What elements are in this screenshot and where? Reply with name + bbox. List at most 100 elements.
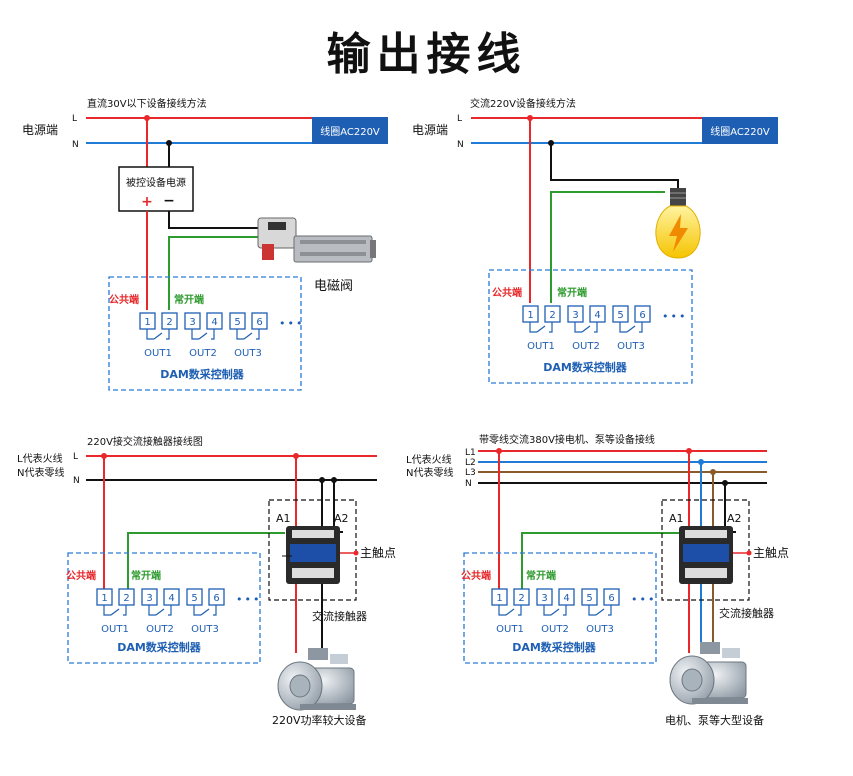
- panel1-minus-sign: −: [163, 193, 175, 209]
- panel3-heading: 220V接交流接触器接线图: [87, 435, 203, 448]
- normally-open-label: 常开端: [174, 293, 204, 306]
- output-label: OUT2: [146, 624, 174, 635]
- output-label: OUT1: [101, 624, 129, 635]
- panel1-plus-sign: +: [141, 194, 153, 210]
- terminal-number: 4: [594, 310, 600, 321]
- relay-switch-blade: [550, 608, 560, 616]
- terminal-number: 4: [168, 593, 174, 604]
- relay-contact-wire: [608, 605, 612, 616]
- relay-switch-blade: [626, 325, 636, 333]
- controller-frame: [463, 552, 657, 664]
- more-terminals-indicator: •••: [662, 310, 687, 323]
- terminal-number: 3: [189, 317, 195, 328]
- panel2-power-label: 电源端: [412, 123, 448, 137]
- output-label: OUT2: [541, 624, 569, 635]
- panel2-L-label: L: [457, 114, 462, 124]
- relay-switch-blade: [595, 608, 605, 616]
- panel4-device-label: 电机、泵等大型设备: [665, 713, 764, 727]
- panel2-coil-box: [702, 117, 778, 144]
- controller-frame: [67, 552, 261, 664]
- terminal-number: 1: [496, 593, 502, 604]
- relay-contact-wire: [236, 329, 244, 340]
- panel3-A2-label: A2: [334, 512, 349, 525]
- normally-open-label: 常开端: [557, 286, 587, 299]
- panel4-N-label: N: [465, 479, 472, 489]
- common-terminal-label: 公共端: [461, 569, 491, 582]
- relay-switch-blade: [505, 608, 515, 616]
- light-bulb-icon: [655, 188, 701, 259]
- panel4-neutral-legend: N代表零线: [406, 466, 453, 479]
- panel4-main-contact-label: 主触点: [753, 546, 789, 560]
- panel4-A1-label: A1: [669, 512, 684, 525]
- relay-contact-wire: [213, 605, 217, 616]
- panel4-L1-label: L1: [465, 448, 476, 458]
- panel1-N-label: N: [72, 140, 79, 150]
- relay-contact-wire: [543, 605, 551, 616]
- relay-switch-blade: [581, 325, 591, 333]
- relay-contact-wire: [211, 329, 215, 340]
- output-label: OUT1: [144, 348, 172, 359]
- relay-contact-wire: [594, 322, 598, 333]
- terminal-number: 3: [146, 593, 152, 604]
- panel1-L-label: L: [72, 114, 77, 124]
- terminal-number: 1: [101, 593, 107, 604]
- controller-label: DAM数采控制器: [160, 367, 245, 381]
- panel-contactor-220v: 220V接交流接触器接线图 L代表火线 N代表零线 L N A1 A2 主触点 …: [17, 435, 396, 727]
- relay-contact-wire: [549, 322, 553, 333]
- panel4-main-contact-dot: [746, 550, 752, 556]
- relay-contact-wire: [498, 605, 506, 616]
- controller-label: DAM数采控制器: [543, 360, 628, 374]
- terminal-number: 2: [549, 310, 555, 321]
- panel3-device-label: 220V功率较大设备: [272, 713, 367, 727]
- relay-contact-wire: [103, 605, 111, 616]
- relay-switch-blade: [110, 608, 120, 616]
- contactor-icon: [679, 526, 733, 584]
- relay-contact-wire: [166, 329, 170, 340]
- output-label: OUT3: [191, 624, 219, 635]
- relay-contact-wire: [148, 605, 156, 616]
- relay-contact-wire: [191, 329, 199, 340]
- panel4-live-legend: L代表火线: [406, 453, 452, 466]
- common-terminal-label: 公共端: [66, 569, 96, 582]
- panel3-A1-label: A1: [276, 512, 291, 525]
- terminal-number: 1: [527, 310, 533, 321]
- relay-contact-wire: [574, 322, 582, 333]
- panel4-contactor-frame: [661, 499, 750, 601]
- terminal-number: 2: [166, 317, 172, 328]
- motor-icon: [669, 642, 748, 705]
- normally-open-label: 常开端: [131, 569, 161, 582]
- panel4-heading: 带零线交流380V接电机、泵等设备接线: [479, 433, 655, 446]
- normally-open-label: 常开端: [526, 569, 556, 582]
- panel3-contactor-label: 交流接触器: [312, 609, 367, 623]
- page-title: 输出接线: [326, 29, 527, 80]
- output-label: OUT3: [586, 624, 614, 635]
- panel4-A2-label: A2: [727, 512, 742, 525]
- relay-contact-wire: [619, 322, 627, 333]
- terminal-number: 6: [639, 310, 645, 321]
- panel1-power-label: 电源端: [22, 123, 58, 137]
- terminal-number: 6: [213, 593, 219, 604]
- panel1-coil-box: [312, 117, 388, 144]
- relay-switch-blade: [200, 608, 210, 616]
- controller-label: DAM数采控制器: [512, 640, 597, 654]
- contactor-icon: [282, 526, 340, 584]
- panel1-heading: 直流30V以下设备接线方法: [87, 97, 207, 110]
- terminal-number: 5: [586, 593, 592, 604]
- panel1-no-wire: [168, 236, 285, 310]
- terminal-number: 4: [563, 593, 569, 604]
- panel1-power-box-label: 被控设备电源: [126, 176, 186, 189]
- panel1-coil-label: 线圈AC220V: [320, 125, 380, 138]
- more-terminals-indicator: •••: [631, 593, 656, 606]
- panel3-N-label: N: [73, 476, 80, 486]
- common-terminal-label: 公共端: [109, 293, 139, 306]
- panel3-neutral-legend: N代表零线: [17, 466, 64, 479]
- relay-contact-wire: [168, 605, 172, 616]
- terminal-number: 5: [617, 310, 623, 321]
- panel3-live-legend: L代表火线: [17, 452, 63, 465]
- terminal-number: 4: [211, 317, 217, 328]
- panel2-N-label: N: [457, 140, 464, 150]
